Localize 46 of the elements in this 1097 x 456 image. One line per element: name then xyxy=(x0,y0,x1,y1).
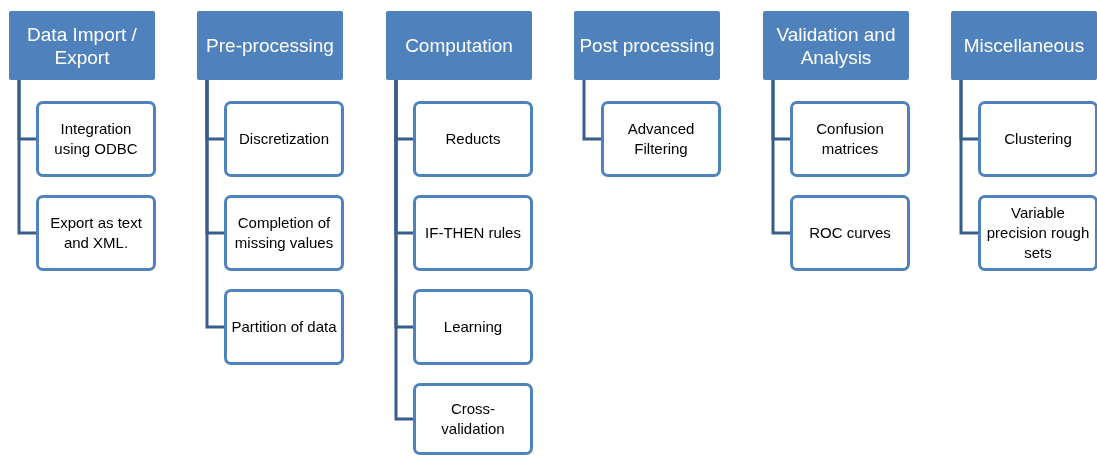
category-label: Data Import / Export xyxy=(26,22,138,69)
connector-line xyxy=(394,80,413,421)
item-label: Completion of missing values xyxy=(233,213,335,253)
connector-line xyxy=(17,80,36,235)
item-box xyxy=(413,383,533,455)
category-box xyxy=(386,11,532,80)
item-label: Integration using ODBC xyxy=(53,119,139,159)
category-label: Pre-processing xyxy=(206,34,334,57)
item-box xyxy=(978,101,1097,177)
item-label: Learning xyxy=(443,317,503,337)
category-label: Validation and Analysis xyxy=(775,22,897,69)
item-label: Clustering xyxy=(1004,129,1072,149)
item-box xyxy=(413,101,533,177)
item-box xyxy=(978,195,1097,271)
item-box xyxy=(790,195,910,271)
item-box xyxy=(36,195,156,271)
item-label: Reducts xyxy=(445,129,501,149)
item-label: Export as text and XML. xyxy=(49,213,143,253)
item-label: Confusion matrices xyxy=(815,119,885,159)
item-box xyxy=(790,101,910,177)
connector-line xyxy=(582,80,601,141)
connector-line xyxy=(205,80,224,329)
item-label: Variable precision rough sets xyxy=(985,203,1091,263)
item-box xyxy=(413,195,533,271)
item-label: Partition of data xyxy=(231,317,337,337)
item-box xyxy=(601,101,721,177)
item-box xyxy=(224,101,344,177)
item-box xyxy=(224,289,344,365)
category-box xyxy=(763,11,909,80)
category-box xyxy=(9,11,155,80)
category-box xyxy=(951,11,1097,80)
item-label: IF-THEN rules xyxy=(425,223,521,243)
category-label: Miscellaneous xyxy=(963,34,1085,57)
item-label: ROC curves xyxy=(809,223,891,243)
item-label: Advanced Filtering xyxy=(626,119,696,159)
item-label: Cross-validation xyxy=(440,399,506,439)
item-box xyxy=(413,289,533,365)
connector-line xyxy=(771,80,790,235)
category-box xyxy=(197,11,343,80)
item-box xyxy=(36,101,156,177)
category-label: Computation xyxy=(405,34,513,57)
item-label: Discretization xyxy=(239,129,329,149)
connector-line xyxy=(959,80,978,235)
category-label: Post processing xyxy=(579,34,715,57)
category-box xyxy=(574,11,720,80)
item-box xyxy=(224,195,344,271)
